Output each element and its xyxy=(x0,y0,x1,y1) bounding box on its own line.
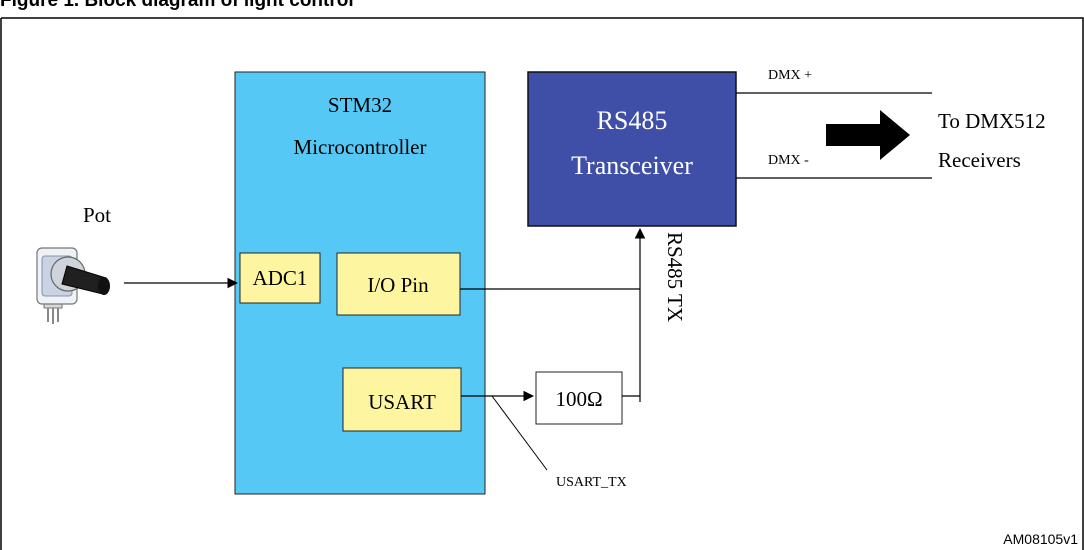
mcu-subtitle: Microcontroller xyxy=(294,135,427,159)
resistor-label: 100Ω xyxy=(555,387,602,411)
io-pin-label: I/O Pin xyxy=(367,273,429,297)
output-label-line1: To DMX512 xyxy=(938,109,1046,133)
usart-block xyxy=(342,367,462,432)
io-pin-block xyxy=(336,252,461,316)
reference-code: AM08105v1 xyxy=(1003,531,1078,547)
resistor-block xyxy=(535,371,623,425)
transceiver-block xyxy=(527,71,737,227)
output-arrow-icon xyxy=(826,110,910,160)
output-label-line2: Receivers xyxy=(938,148,1021,172)
rs485-tx-label: RS485 TX xyxy=(663,232,687,322)
pot-label: Pot xyxy=(83,203,111,227)
figure-caption: Figure 1. Block diagram of light control xyxy=(0,0,354,11)
transceiver-subtitle: Transceiver xyxy=(571,151,693,180)
dmx-minus-label: DMX - xyxy=(768,153,809,168)
potentiometer-icon xyxy=(36,247,110,324)
mcu-title: STM32 xyxy=(328,93,392,117)
usart-label: USART xyxy=(368,390,436,414)
usart-tx-label: USART_TX xyxy=(556,475,627,490)
adc-block xyxy=(239,252,321,304)
transceiver-title: RS485 xyxy=(597,106,668,135)
figure-frame xyxy=(0,17,1084,550)
dmx-plus-label: DMX + xyxy=(768,68,812,83)
adc-label: ADC1 xyxy=(253,266,308,290)
usart-tx-pointer xyxy=(491,395,548,471)
